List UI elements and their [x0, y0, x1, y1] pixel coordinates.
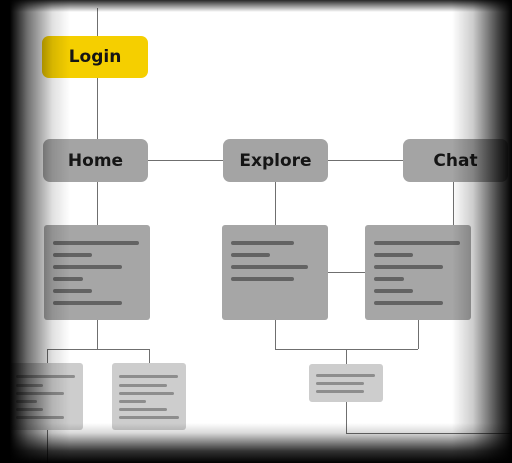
- text-placeholder-line: [16, 416, 64, 419]
- connector-home-card-down: [97, 320, 98, 349]
- text-placeholder-line: [316, 390, 364, 393]
- connector-home-to-card: [97, 182, 98, 225]
- login-label: Login: [68, 47, 122, 67]
- text-placeholder-line: [53, 301, 122, 305]
- shared-subpage-card: [309, 364, 383, 402]
- home-label: Home: [67, 150, 124, 171]
- home-content-card: [44, 225, 150, 320]
- text-placeholder-line: [231, 253, 270, 257]
- login-node: Login: [42, 36, 148, 78]
- connector-explore-to-chat: [328, 160, 403, 161]
- text-placeholder-line: [374, 289, 413, 293]
- home-subpage-card-right: [112, 363, 186, 430]
- text-placeholder-line: [119, 392, 174, 395]
- text-placeholder-line: [374, 301, 443, 305]
- text-placeholder-line: [16, 400, 37, 403]
- connector-login-to-home: [97, 78, 98, 139]
- home-node: Home: [43, 139, 148, 182]
- text-placeholder-line: [231, 277, 294, 281]
- home-subpage-card-left: [9, 363, 83, 430]
- explore-content-card: [222, 225, 328, 320]
- text-placeholder-line: [53, 253, 92, 257]
- text-placeholder-line: [16, 392, 64, 395]
- chat-node: Chat: [403, 139, 508, 182]
- connector-small-card-right: [346, 433, 512, 434]
- connector-home-to-explore: [148, 160, 223, 161]
- text-placeholder-line: [119, 384, 167, 387]
- connector-small-card-down: [346, 402, 347, 434]
- explore-label: Explore: [239, 150, 312, 171]
- chat-label: Chat: [433, 150, 478, 171]
- text-placeholder-line: [53, 265, 122, 269]
- connector-explore-card-down: [275, 320, 276, 349]
- text-placeholder-line: [16, 408, 43, 411]
- connector-home-branch: [47, 349, 149, 350]
- text-placeholder-line: [119, 400, 146, 403]
- text-placeholder-line: [231, 265, 308, 269]
- text-placeholder-line: [16, 384, 43, 387]
- connector-chat-card-down: [418, 320, 419, 349]
- text-placeholder-line: [16, 375, 75, 378]
- text-placeholder-line: [316, 374, 375, 377]
- text-placeholder-line: [53, 289, 92, 293]
- connector-top-to-login: [97, 8, 98, 36]
- connector-branch-right: [149, 349, 150, 363]
- chat-content-card: [365, 225, 471, 320]
- text-placeholder-line: [53, 277, 83, 281]
- text-placeholder-line: [119, 416, 179, 419]
- connector-explore-card-to-chat-card: [328, 272, 365, 273]
- connector-chat-to-card: [453, 182, 454, 225]
- connector-explore-to-card: [275, 182, 276, 225]
- vignette-top: [0, 0, 512, 12]
- text-placeholder-line: [374, 253, 413, 257]
- explore-node: Explore: [223, 139, 328, 182]
- text-placeholder-line: [374, 241, 460, 245]
- connector-left-card-down: [47, 430, 48, 463]
- text-placeholder-line: [53, 241, 139, 245]
- text-placeholder-line: [119, 408, 167, 411]
- text-placeholder-line: [119, 375, 178, 378]
- text-placeholder-line: [316, 382, 364, 385]
- text-placeholder-line: [374, 277, 404, 281]
- text-placeholder-line: [374, 265, 443, 269]
- connector-branch-to-small-card: [346, 349, 347, 364]
- text-placeholder-line: [231, 241, 294, 245]
- connector-branch-left: [47, 349, 48, 363]
